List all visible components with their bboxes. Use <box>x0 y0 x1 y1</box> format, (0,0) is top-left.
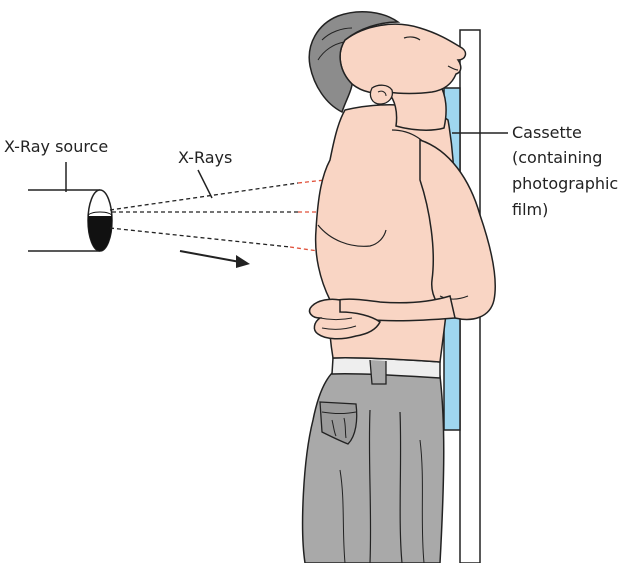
cassette-label-line2: (containing <box>512 148 602 167</box>
xray-beam-top <box>110 183 298 210</box>
cassette-label-line3: photographic <box>512 174 618 193</box>
cassette-label-line1: Cassette <box>512 123 582 142</box>
xrays-label: X-Rays <box>178 148 232 167</box>
head <box>340 24 465 93</box>
xray-beam-bottom <box>110 228 290 247</box>
ear <box>370 85 392 104</box>
cassette-label-line4: film) <box>512 200 548 219</box>
xray-beams <box>110 180 325 251</box>
direction-arrow <box>180 251 250 268</box>
xrays-leader <box>198 170 212 198</box>
xray-source-tube <box>28 190 112 251</box>
xray-source-label: X-Ray source <box>4 137 108 156</box>
